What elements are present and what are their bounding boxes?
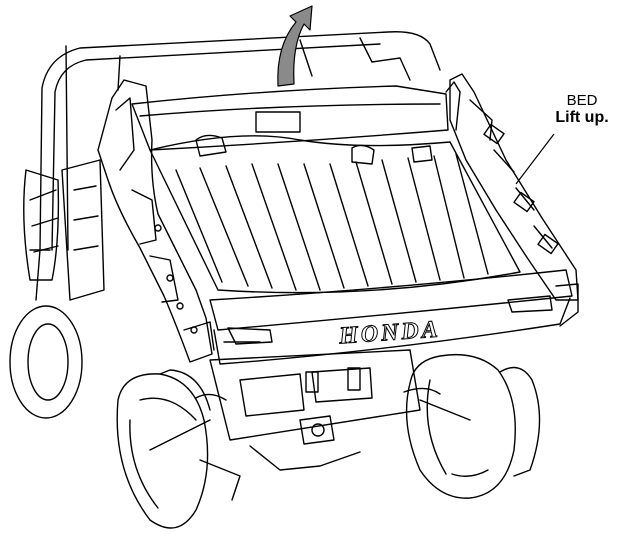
right-rear-wheel: [405, 353, 541, 499]
callout-instruction: Lift up.: [555, 109, 609, 127]
callout-leader-line: [515, 133, 555, 185]
bed-left-side-rail: [97, 79, 215, 363]
callout-part-name: BED: [566, 92, 598, 109]
bed-floor: [149, 134, 521, 294]
left-front-wheel: [9, 305, 83, 419]
bed-callout: BED Lift up.: [532, 92, 628, 128]
left-rear-wheel: [116, 369, 211, 529]
tailgate: [209, 269, 579, 365]
rops-frame: [29, 31, 441, 301]
cab-side-structure: [23, 159, 105, 301]
curved-up-arrow-icon: [277, 5, 313, 87]
chassis-underside: [149, 349, 471, 501]
tailgate-brand-text: HONDA: [337, 316, 441, 349]
